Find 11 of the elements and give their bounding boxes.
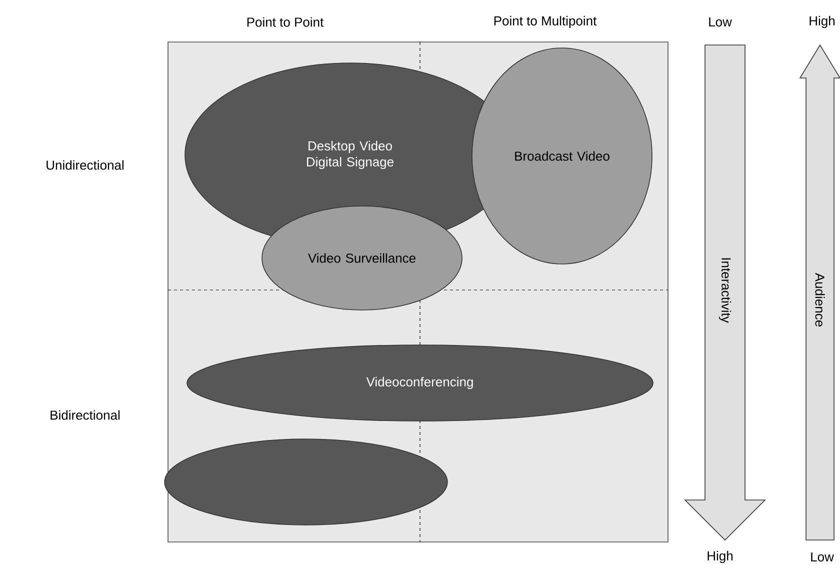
axis-label: Interactivity	[718, 258, 732, 323]
category-ellipse	[164, 438, 448, 526]
scale-label: High	[708, 550, 733, 564]
column-header: Point to Multipoint	[494, 16, 597, 28]
scale-label: High	[810, 16, 835, 28]
row-header: Unidirectional	[46, 160, 124, 170]
scale-label: Low	[811, 552, 834, 562]
scale-label: Low	[709, 17, 732, 27]
axis-label: Audience	[815, 272, 825, 326]
column-header: Point to Point	[247, 17, 324, 27]
row-header: Bidirectional	[50, 410, 120, 420]
